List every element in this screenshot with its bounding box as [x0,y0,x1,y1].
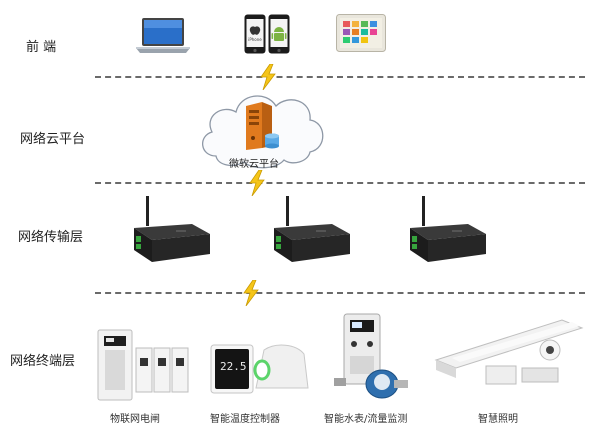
layer-label-cloud: 网络云平台 [20,132,86,147]
layer-label-frontend: 前 端 [26,40,57,55]
smart-breaker-icon [97,329,189,401]
lightning-bolt-icon [260,64,276,90]
gateway-router-icon [410,196,486,262]
gateway-router-icon [134,196,210,262]
lightning-bolt-icon [243,280,259,306]
sensor-dome-icon [253,344,309,389]
layer-label-terminal: 网络终端层 [10,354,76,369]
device-label-water-meter: 智能水表/流量监测 [324,414,408,425]
tablet-icon [336,14,386,52]
layer-label-transport: 网络传输层 [18,230,84,245]
device-label-breaker: 物联网电闸 [110,414,160,425]
divider-transport-terminal [95,292,585,294]
iphone-icon [244,14,266,54]
gateway-router-icon [274,196,350,262]
iphone-label: iPhone [248,37,262,42]
android-phone-icon [268,14,290,54]
water-meter-icon [334,313,408,399]
thermostat-reading: 22.5 [220,360,247,373]
server-icon [246,102,279,150]
lightning-bolt-icon [249,170,265,196]
device-label-lighting: 智慧照明 [478,414,518,425]
thermostat-icon [210,344,254,394]
divider-frontend-cloud [95,76,585,78]
laptop-icon [136,18,190,53]
device-label-thermostat: 智能温度控制器 [210,414,280,425]
cloud-server-label: 微软云平台 [229,159,279,170]
divider-cloud-transport [95,182,585,184]
smart-lighting-icon [434,319,584,385]
